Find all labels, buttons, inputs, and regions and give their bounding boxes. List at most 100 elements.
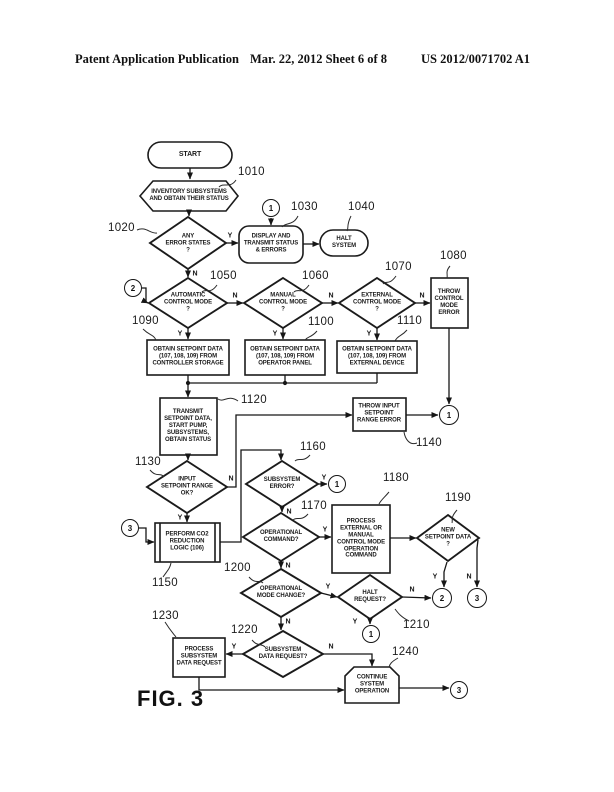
co2-logic-label: PERFORM CO2 REDUCTION LOGIC (106) xyxy=(165,531,209,552)
edge-1220n-to-1240 xyxy=(323,653,375,667)
leader-1210 xyxy=(394,608,410,622)
edge-1190n-to-c3 xyxy=(474,539,480,588)
leader-1090 xyxy=(142,328,157,341)
ref-1090: 1090 xyxy=(132,315,159,327)
leader-1120 xyxy=(217,397,239,402)
inventory-hexagon xyxy=(138,180,240,212)
subsystem-data-label: SUBSYSTEM DATA REQUEST? xyxy=(258,647,308,660)
ref-1160: 1160 xyxy=(300,441,326,453)
ref-1200: 1200 xyxy=(224,562,251,574)
leader-1100 xyxy=(304,330,318,341)
leader-1160 xyxy=(294,454,311,462)
ref-1130: 1130 xyxy=(135,456,161,468)
leader-1200 xyxy=(248,576,264,584)
leader-1010 xyxy=(218,179,237,188)
edge-1230-to-1240 xyxy=(198,677,345,693)
process-command-label: PROCESS EXTERNAL OR MANUAL CONTROL MODE … xyxy=(336,518,386,559)
branch-1200-yes: Y xyxy=(325,583,331,591)
connector-circle-1-subsys: 1 xyxy=(328,475,346,493)
obtain-operator-label: OBTAIN SETPOINT DATA (107, 108, 109) FRO… xyxy=(250,346,320,367)
branch-1070-yes: Y xyxy=(366,330,372,338)
header-patent-number: US 2012/0071702 A1 xyxy=(421,52,531,66)
ref-1050: 1050 xyxy=(210,270,237,282)
header-publication: Patent Application Publication xyxy=(75,52,239,66)
subsystem-error-label: SUBSYSTEM ERROR? xyxy=(263,477,301,490)
start-label: START xyxy=(178,150,202,158)
ref-1210: 1210 xyxy=(403,619,430,631)
leader-1150 xyxy=(162,562,172,578)
throw-input-error-label: THROW INPUT SETPOINT RANGE ERROR xyxy=(357,403,401,424)
connector-circle-2-left: 2 xyxy=(124,279,142,297)
ref-1240: 1240 xyxy=(392,646,419,658)
manual-mode-label: MANUAL CONTROL MODE ? xyxy=(258,292,308,313)
branch-1060-no: N xyxy=(328,292,334,300)
branch-1170-no: N xyxy=(285,562,291,570)
branch-1190-no: N xyxy=(466,573,472,581)
branch-1050-yes: Y xyxy=(177,330,183,338)
branch-1060-yes: Y xyxy=(272,330,278,338)
new-setpoint-label: NEW SETPOINT DATA ? xyxy=(424,527,472,548)
junction-dot-middle xyxy=(282,380,288,386)
obtain-external-label: OBTAIN SETPOINT DATA (107, 108, 109) FRO… xyxy=(342,346,412,367)
process-command-box xyxy=(331,504,391,574)
branch-1190-yes: Y xyxy=(432,573,438,581)
leader-1060 xyxy=(293,284,310,293)
branch-1220-no: N xyxy=(328,643,334,651)
ref-1110: 1110 xyxy=(397,315,423,327)
branch-1160-no: N xyxy=(286,508,292,516)
external-mode-label: EXTERNAL CONTROL MODE ? xyxy=(352,292,402,313)
leader-1240 xyxy=(388,657,399,668)
ref-1040: 1040 xyxy=(348,201,375,213)
halt-request-label: HALT REQUEST? xyxy=(354,590,386,603)
branch-1130-yes: Y xyxy=(177,514,183,522)
ref-1020: 1020 xyxy=(108,222,135,234)
ref-1140: 1140 xyxy=(416,437,442,449)
branch-1020-yes: Y xyxy=(227,232,233,240)
leader-1170 xyxy=(292,513,309,521)
leader-1050 xyxy=(201,284,218,293)
branch-1020-no: N xyxy=(192,270,198,278)
continue-operation-label: CONTINUE SYSTEM OPERATION xyxy=(354,674,390,695)
obtain-controller-label: OBTAIN SETPOINT DATA (107, 108, 109) FRO… xyxy=(152,346,224,367)
ref-1230: 1230 xyxy=(152,610,179,622)
connector-circle-2-right: 2 xyxy=(432,588,452,608)
edge-c3-to-1150 xyxy=(139,527,155,545)
connector-circle-3-bottom: 3 xyxy=(450,681,468,699)
branch-1130-no: N xyxy=(228,475,234,483)
ref-1060: 1060 xyxy=(302,270,329,282)
halt-system-terminal xyxy=(319,229,369,257)
operational-command-label: OPERATIONAL COMMAND? xyxy=(259,530,303,543)
leader-1020 xyxy=(136,228,158,234)
transmit-setpoint-label: TRANSMIT SETPOINT DATA, START PUMP, SUBS… xyxy=(164,408,212,443)
branch-1210-yes: Y xyxy=(352,618,358,626)
connector-circle-3-right: 3 xyxy=(467,588,487,608)
edge-1190y-to-c2 xyxy=(441,561,448,588)
header-date-sheet: Mar. 22, 2012 Sheet 6 of 8 xyxy=(250,52,388,66)
ref-1120: 1120 xyxy=(241,394,267,406)
ref-1180: 1180 xyxy=(383,472,409,484)
branch-1050-no: N xyxy=(232,292,238,300)
leader-1230 xyxy=(164,621,177,638)
ref-1170: 1170 xyxy=(301,500,327,512)
throw-control-error-label: THROW CONTROL MODE ERROR xyxy=(434,289,464,316)
branch-1210-no: N xyxy=(409,586,415,594)
connector-circle-1-mid: 1 xyxy=(439,405,459,425)
leader-1040 xyxy=(346,215,352,232)
leader-1070 xyxy=(382,275,397,285)
branch-1170-yes: Y xyxy=(322,526,328,534)
leader-1080 xyxy=(446,265,451,279)
ref-1030: 1030 xyxy=(291,201,318,213)
any-error-label: ANY ERROR STATES ? xyxy=(165,233,211,254)
figure-caption: FIG. 3 xyxy=(137,686,205,711)
branch-1070-no: N xyxy=(419,292,425,300)
leader-1130 xyxy=(149,469,165,478)
ref-1100: 1100 xyxy=(308,316,334,328)
edge-1200y-to-1210 xyxy=(320,592,338,599)
connector-circle-1-halt: 1 xyxy=(362,625,380,643)
edge-c2-to-1050 xyxy=(140,287,149,304)
ref-1190: 1190 xyxy=(445,492,471,504)
halt-system-label: HALT SYSTEM xyxy=(331,236,357,249)
connector-circle-3-left: 3 xyxy=(121,519,139,537)
